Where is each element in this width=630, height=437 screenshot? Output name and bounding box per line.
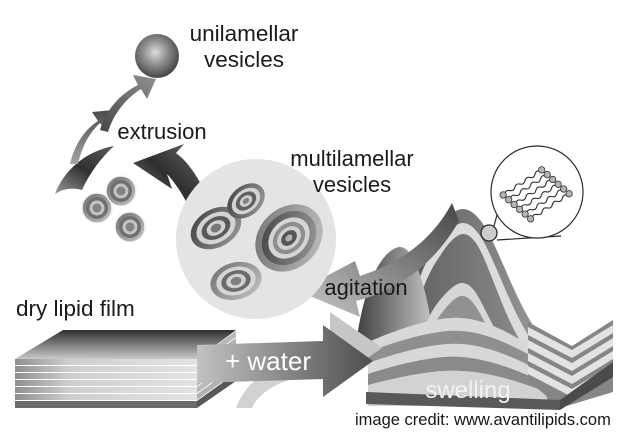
lipid-bilayer-inset (480, 145, 584, 242)
water-arrow-icon (197, 325, 373, 397)
unilamellar-vesicle-sphere (135, 34, 179, 78)
agitation-arrow-icon (298, 203, 459, 317)
unilamellar-vesicles-label: unilamellar vesicles (189, 21, 299, 73)
swelling-stack-illustration (356, 209, 613, 410)
plus-water-label: + water (225, 346, 311, 376)
extrusion-out-arrow-icon (55, 75, 156, 194)
image-credit: image credit: www.avantilipids.com (355, 411, 611, 429)
agitation-label: agitation (324, 275, 408, 300)
multilamellar-vesicles-label: multilamellar vesicles (290, 146, 414, 197)
swelling-label: swelling (425, 377, 511, 404)
zoom-point-circle (480, 224, 498, 242)
extrusion-label: extrusion (117, 119, 207, 144)
small-vesicles-illustration (81, 175, 146, 243)
magnifier-line (496, 235, 562, 241)
mlv-circle-illustration (176, 159, 336, 319)
dry-lipid-film-label: dry lipid film (16, 296, 135, 321)
